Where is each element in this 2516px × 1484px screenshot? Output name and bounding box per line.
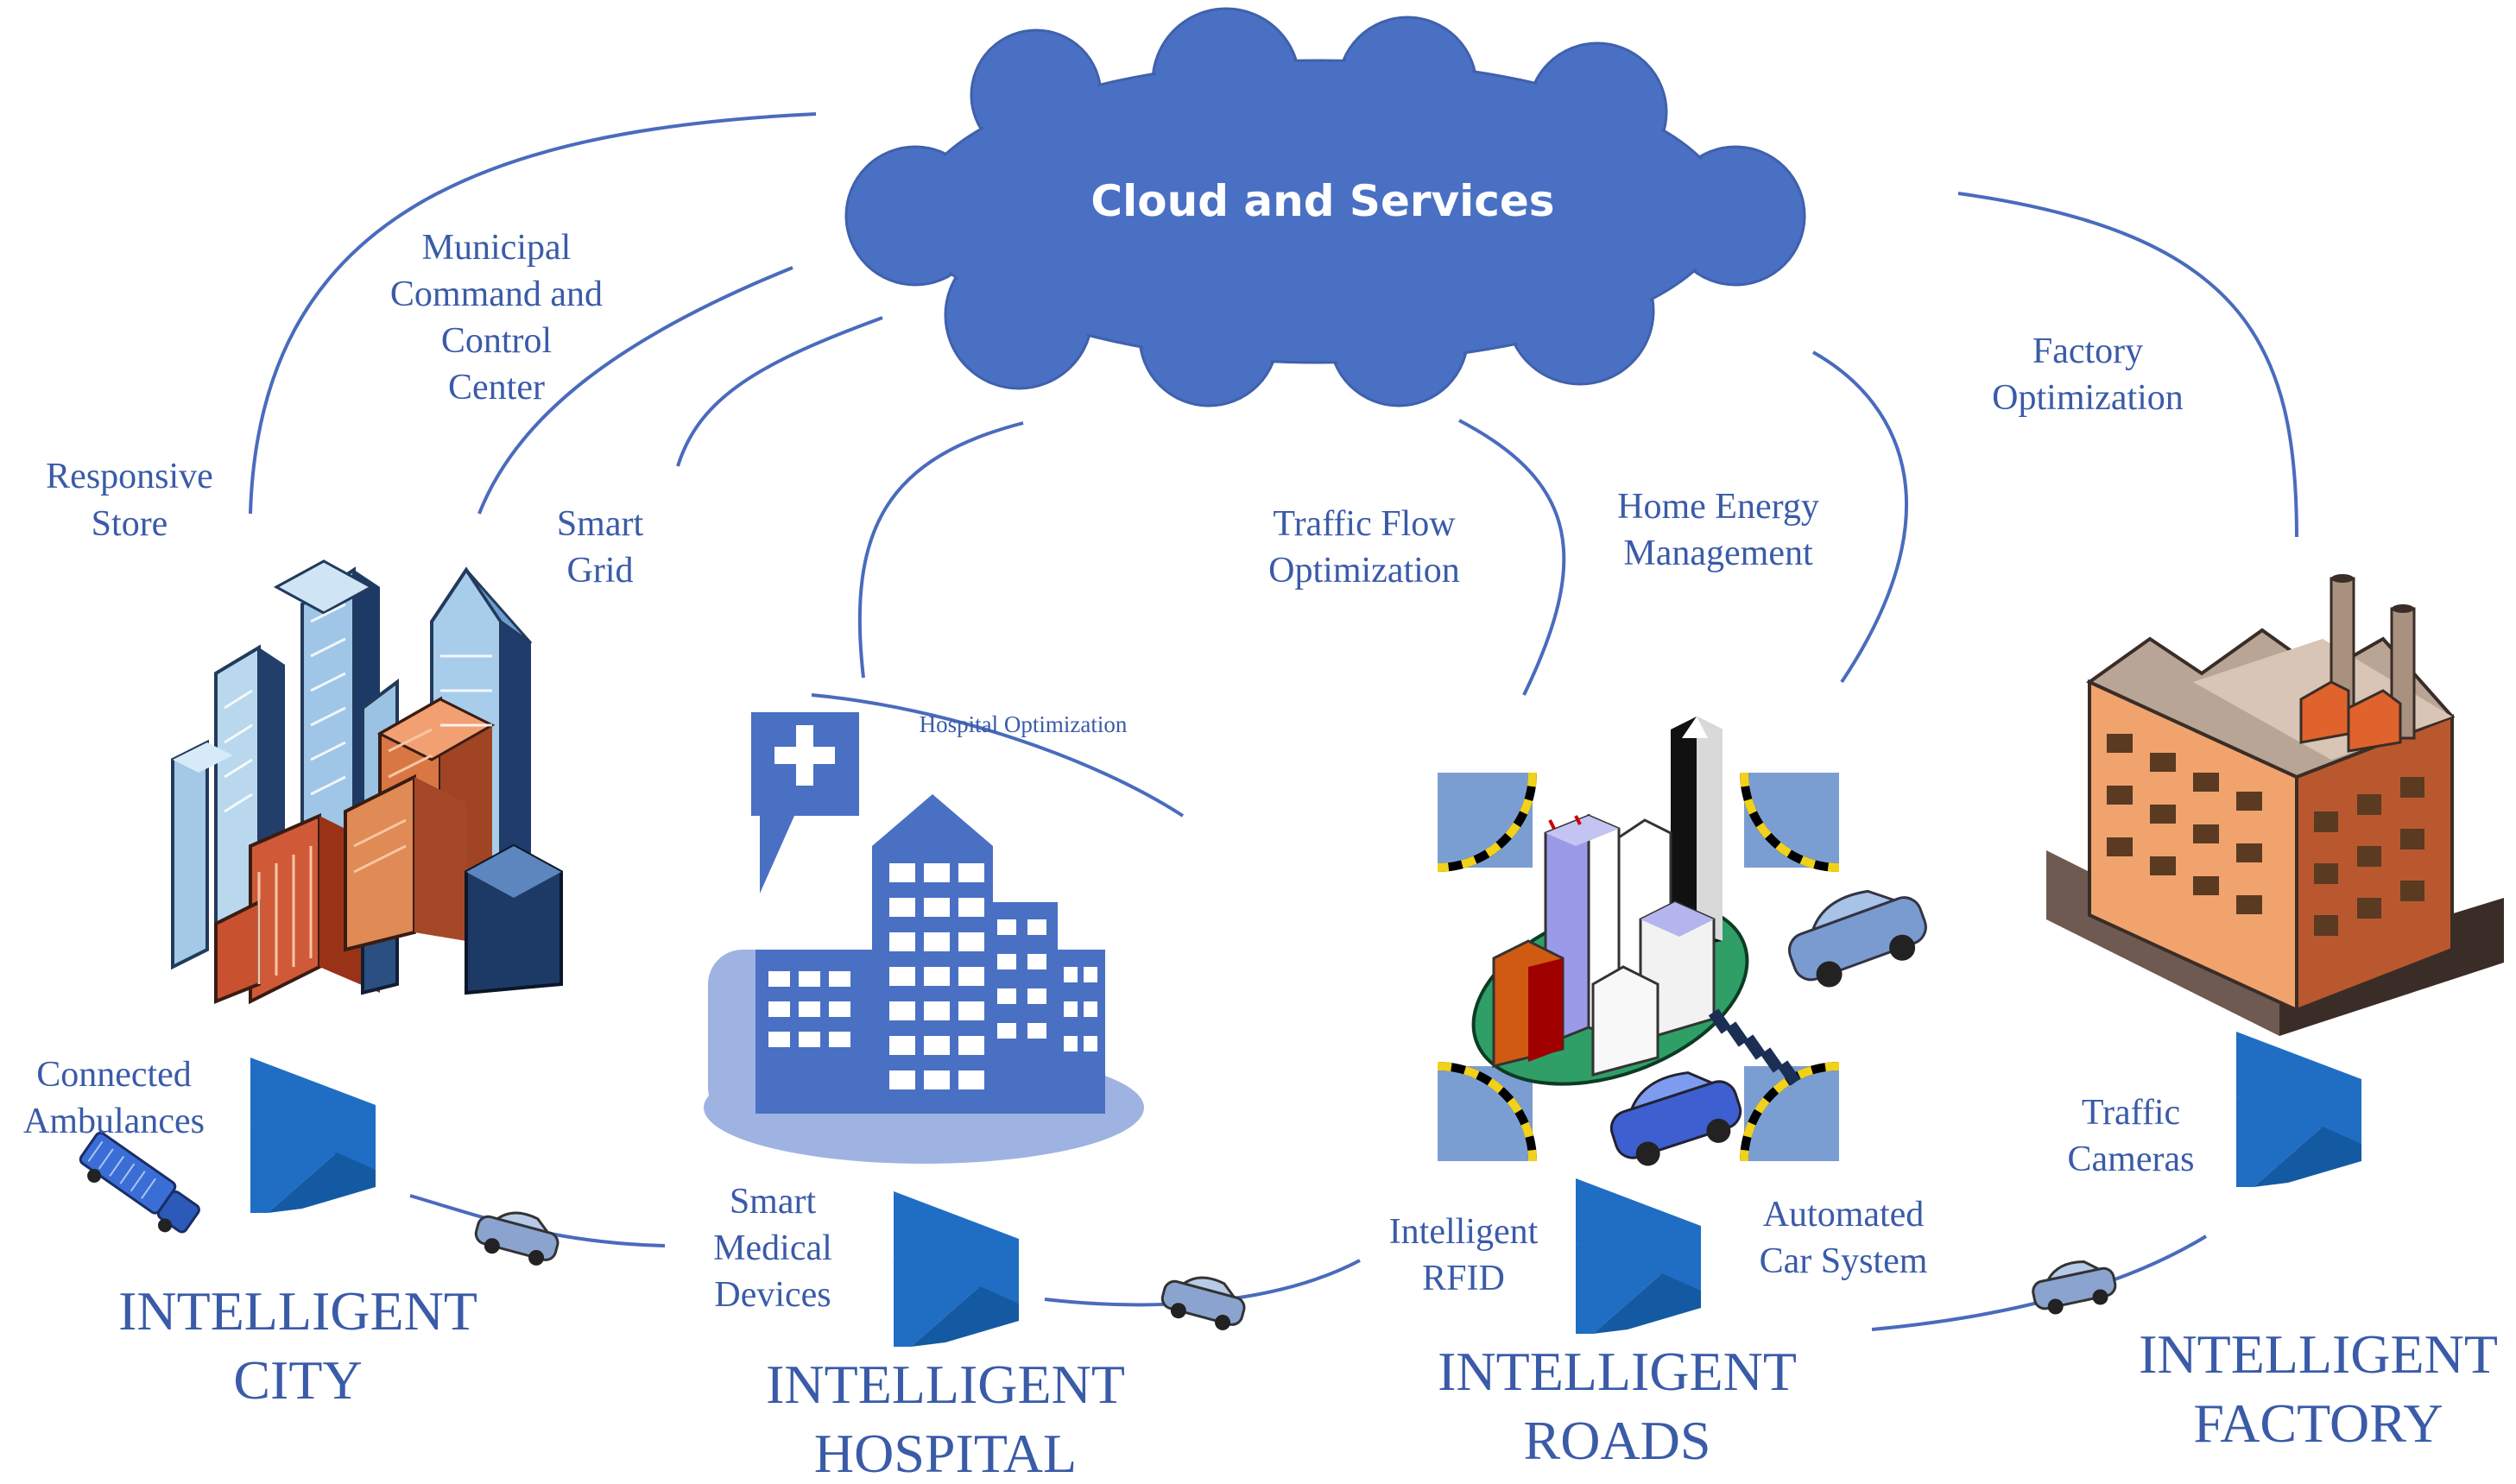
traffic-flow-label: Traffic Flow Optimization bbox=[1268, 504, 1460, 590]
traffic-camera-icon bbox=[1576, 1178, 1701, 1334]
label-line: Ambulances bbox=[23, 1102, 205, 1141]
traffic-cameras-label: Traffic Cameras bbox=[2068, 1093, 2195, 1179]
city-skyline-icon bbox=[171, 559, 563, 1005]
intelligent-rfid-label: Intelligent RFID bbox=[1389, 1212, 1539, 1298]
car-icon bbox=[1787, 889, 1927, 988]
car-icon bbox=[474, 1211, 559, 1266]
title-line: ROADS bbox=[1524, 1410, 1711, 1471]
title-line: INTELLIGENT bbox=[766, 1354, 1125, 1415]
label-line: Control bbox=[441, 321, 552, 361]
label-line: Smart bbox=[557, 504, 644, 544]
smart-grid-label: Smart Grid bbox=[557, 504, 644, 590]
cloud-title: Cloud and Services bbox=[1090, 176, 1554, 226]
title-line: INTELLIGENT bbox=[118, 1280, 477, 1342]
title-line: CITY bbox=[233, 1349, 362, 1411]
label-line: RFID bbox=[1422, 1259, 1505, 1298]
label-line: Connected bbox=[36, 1055, 192, 1095]
intelligent-hospital-title: INTELLIGENT HOSPITAL bbox=[766, 1354, 1125, 1484]
smart-medical-label: Smart Medical Devices bbox=[713, 1182, 832, 1315]
traffic-camera-icon bbox=[2236, 1032, 2361, 1187]
intelligent-roads-title: INTELLIGENT ROADS bbox=[1438, 1341, 1797, 1471]
label-line: Traffic Flow bbox=[1273, 504, 1456, 544]
label-line: Municipal bbox=[422, 228, 572, 268]
traffic-camera-icon bbox=[894, 1191, 1019, 1347]
hospital-optimization-label: Hospital Optimization bbox=[920, 711, 1128, 737]
label-line: Traffic bbox=[2082, 1093, 2180, 1133]
traffic-camera-icon bbox=[250, 1058, 376, 1213]
intelligent-city-title: INTELLIGENT CITY bbox=[118, 1280, 477, 1411]
factory-icon bbox=[2046, 574, 2504, 1036]
label-line: Home Energy bbox=[1617, 487, 1819, 527]
label-line: Smart bbox=[730, 1182, 817, 1222]
label-line: Automated bbox=[1763, 1195, 1925, 1235]
label-line: Center bbox=[448, 368, 545, 407]
label-line: Management bbox=[1623, 534, 1813, 573]
ambulance-icon bbox=[79, 1131, 200, 1234]
title-line: INTELLIGENT bbox=[2139, 1323, 2498, 1385]
label-line: Optimization bbox=[1992, 378, 2184, 418]
label-line: Optimization bbox=[1268, 551, 1460, 590]
responsive-store-label: Responsive Store bbox=[46, 457, 213, 544]
hospital-building-icon bbox=[704, 712, 1144, 1164]
label-line: Intelligent bbox=[1389, 1212, 1539, 1252]
car-icon bbox=[2032, 1260, 2117, 1315]
cloud-icon: Cloud and Services bbox=[844, 7, 1806, 407]
home-energy-label: Home Energy Management bbox=[1617, 487, 1819, 573]
car-icon bbox=[1160, 1276, 1246, 1330]
title-line: FACTORY bbox=[2193, 1392, 2443, 1454]
label-line: Cameras bbox=[2068, 1140, 2195, 1179]
label-line: Grid bbox=[567, 551, 634, 590]
label-line: Car System bbox=[1760, 1241, 1928, 1281]
label-line: Responsive bbox=[46, 457, 213, 496]
title-line: INTELLIGENT bbox=[1438, 1341, 1797, 1402]
intersection-icon bbox=[1437, 717, 1840, 1162]
label-line: Devices bbox=[714, 1275, 831, 1315]
car-icon bbox=[1609, 1071, 1742, 1166]
connected-ambulances-label: Connected Ambulances bbox=[23, 1055, 205, 1141]
automated-car-label: Automated Car System bbox=[1760, 1195, 1928, 1281]
municipal-command-label: Municipal Command and Control Center bbox=[390, 228, 603, 407]
label-line: Command and bbox=[390, 275, 603, 314]
label-line: Medical bbox=[713, 1228, 832, 1268]
intelligent-factory-title: INTELLIGENT FACTORY bbox=[2139, 1323, 2498, 1454]
title-line: HOSPITAL bbox=[814, 1423, 1077, 1484]
factory-optimization-label: Factory Optimization bbox=[1992, 332, 2184, 418]
label-line: Factory bbox=[2032, 332, 2143, 371]
label-line: Store bbox=[92, 504, 168, 544]
